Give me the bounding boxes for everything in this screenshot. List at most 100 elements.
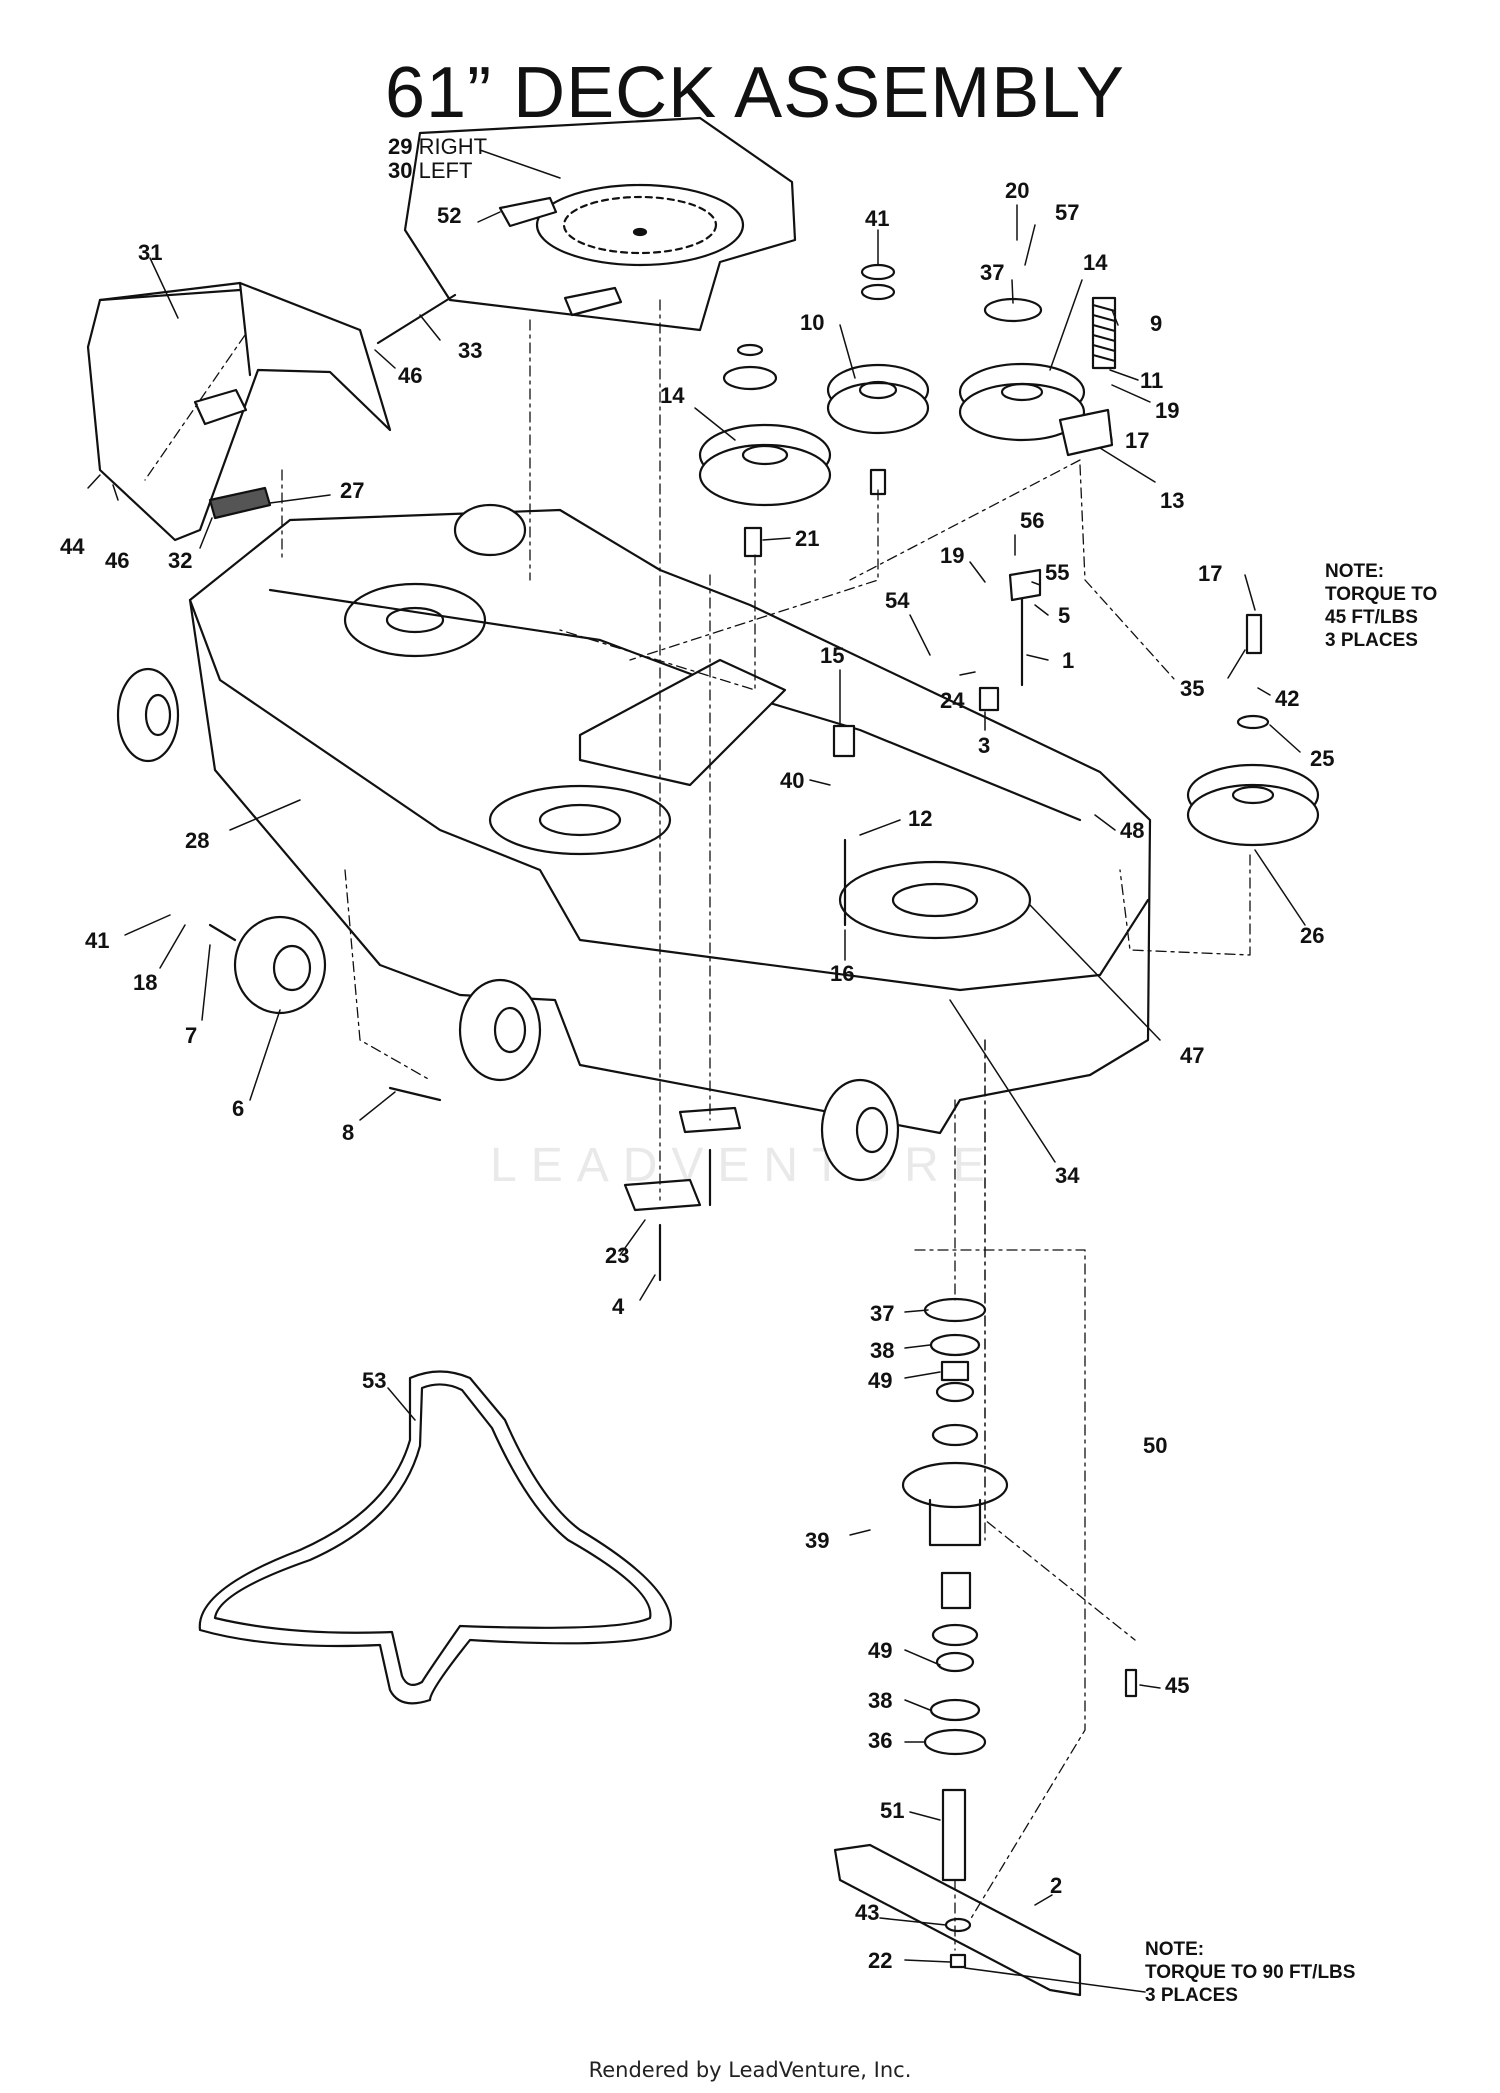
bearing-49-lower <box>935 1651 975 1673</box>
callout-32: 32 <box>168 548 193 573</box>
callout-15: 15 <box>820 643 845 668</box>
callout-11: 11 <box>1140 368 1164 393</box>
callout-42: 42 <box>1275 686 1300 711</box>
spindle-spacer <box>940 1571 972 1610</box>
callout-41-upper: 41 <box>865 206 890 231</box>
callout-14-right: 14 <box>1083 250 1108 275</box>
bolt-45 <box>1124 1668 1138 1698</box>
callout-48: 48 <box>1120 818 1145 843</box>
callout-19-lower: 19 <box>940 543 965 568</box>
callout-37-upper: 37 <box>980 260 1005 285</box>
deck-wheel-left-rear <box>453 503 527 557</box>
note-line: 3 PLACES <box>1145 1985 1238 2006</box>
callout-19-upper: 19 <box>1155 398 1180 423</box>
callout-24: 24 <box>940 688 965 713</box>
callout-39: 39 <box>805 1528 830 1553</box>
note-line: NOTE: <box>1325 561 1385 582</box>
callout-18: 18 <box>133 970 158 995</box>
callout-9: 9 <box>1150 311 1163 336</box>
note-line: NOTE: <box>1145 1939 1205 1960</box>
pulley-10 <box>826 363 930 435</box>
callout-46-upper: 46 <box>398 363 423 388</box>
callout-27: 27 <box>340 478 365 503</box>
callout-49-lower: 49 <box>868 1638 893 1663</box>
callout-37-lower: 37 <box>870 1301 895 1326</box>
deck-wheel-front-right <box>820 1078 900 1182</box>
callout-33: 33 <box>458 338 483 363</box>
drive-belt-53 <box>198 1370 672 1705</box>
bushing-21 <box>743 526 763 558</box>
callout-53: 53 <box>362 1368 387 1393</box>
pulley-14-right <box>958 362 1086 442</box>
callout-23: 23 <box>605 1243 630 1268</box>
callout-56: 56 <box>1020 508 1045 533</box>
callout-6: 6 <box>232 1096 245 1121</box>
note-line: 3 PLACES <box>1325 630 1418 651</box>
discharge-chute <box>86 281 392 542</box>
callout-8: 8 <box>342 1120 355 1145</box>
callout-38-upper: 38 <box>870 1338 895 1363</box>
spacer-15 <box>832 724 856 758</box>
stud-35 <box>1245 613 1263 655</box>
seal-38-lower <box>929 1698 981 1722</box>
callout-3: 3 <box>978 733 991 758</box>
deck-wheel-left-front <box>116 667 180 763</box>
callout-31: 31 <box>138 240 163 265</box>
note-line: 45 FT/LBS <box>1325 607 1418 628</box>
watermark: LEADVENTURE <box>490 1139 999 1192</box>
bearing-cup-upper <box>931 1423 979 1447</box>
render-credit: Rendered by LeadVenture, Inc. <box>588 2058 912 2082</box>
callout-57: 57 <box>1055 200 1080 225</box>
callout-21: 21 <box>795 526 820 551</box>
callout-43: 43 <box>855 1900 880 1925</box>
torque-note-upper: NOTE: TORQUE TO 45 FT/LBS 3 PLACES <box>1325 560 1437 652</box>
washer-25 <box>1236 714 1270 730</box>
mower-deck-shell <box>188 508 1152 1135</box>
alignment-lines <box>144 299 1251 1951</box>
callout-49-upper: 49 <box>868 1368 893 1393</box>
callout-13: 13 <box>1160 488 1185 513</box>
callout-26: 26 <box>1300 923 1325 948</box>
idler-arm-13 <box>1058 408 1114 457</box>
bearing-cup-lower <box>931 1623 979 1647</box>
callout-leaders <box>87 149 1306 1993</box>
callout-38-lower: 38 <box>868 1688 893 1713</box>
spindle-washer-37 <box>923 1297 987 1323</box>
callout-28: 28 <box>185 828 210 853</box>
spindle-housing <box>901 1461 1009 1547</box>
callout-35: 35 <box>1180 676 1205 701</box>
callout-17-right: 17 <box>1198 561 1223 586</box>
callout-51: 51 <box>880 1798 905 1823</box>
nut-43 <box>944 1917 972 1933</box>
callout-4: 4 <box>612 1294 625 1319</box>
callout-22: 22 <box>868 1948 893 1973</box>
callout-40: 40 <box>780 768 805 793</box>
callout-47: 47 <box>1180 1043 1205 1068</box>
callout-2: 2 <box>1050 1873 1063 1898</box>
deck-cover-plate <box>403 116 797 332</box>
wheel-axle-7 <box>208 923 237 942</box>
callout-46-lower: 46 <box>105 548 130 573</box>
callout-55: 55 <box>1045 560 1070 585</box>
callout-36: 36 <box>868 1728 893 1753</box>
callout-44: 44 <box>60 534 85 559</box>
torque-note-lower: NOTE: TORQUE TO 90 FT/LBS 3 PLACES <box>1145 1938 1355 2007</box>
callout-45: 45 <box>1165 1673 1190 1698</box>
callout-7: 7 <box>185 1023 198 1048</box>
callout-50: 50 <box>1143 1433 1168 1458</box>
callout-29: 29 RIGHT <box>388 134 488 159</box>
pivot-5 <box>1008 568 1042 602</box>
callout-1: 1 <box>1062 648 1075 673</box>
callout-34: 34 <box>1055 1163 1080 1188</box>
anti-scalp-wheel-6 <box>233 915 327 1015</box>
callout-16: 16 <box>830 961 855 986</box>
callout-30: 30 LEFT <box>388 158 473 183</box>
nut-22 <box>949 1953 967 1969</box>
chute-rod <box>376 293 457 345</box>
pulley-26 <box>1186 763 1320 847</box>
axle-bolt-8 <box>388 1086 442 1102</box>
cover-latch-upper <box>498 196 558 228</box>
callout-12: 12 <box>908 806 933 831</box>
